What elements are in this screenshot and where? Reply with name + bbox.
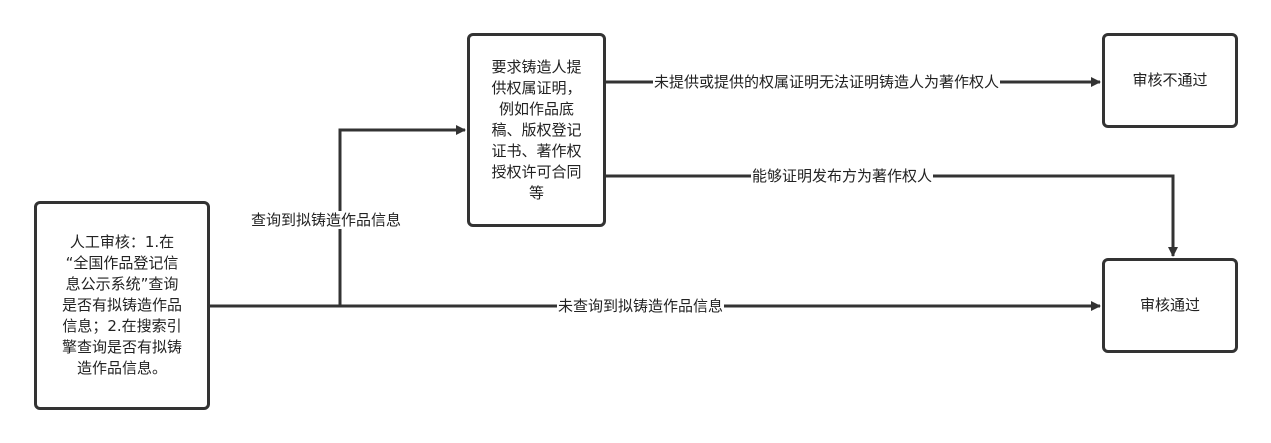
require-proof-line: 例如作品底	[498, 99, 574, 118]
manual-review-line: “全国作品登记信	[65, 254, 179, 272]
manual-review-text: 人工审核：1.在 “全国作品登记信 息公示系统”查询 是否有拟铸造作品 信息；2…	[62, 232, 182, 379]
manual-review-line: 信息；2.在搜索引	[62, 317, 182, 335]
edge-found-label: 查询到拟铸造作品信息	[250, 211, 403, 229]
manual-review-line: 是否有拟铸造作品	[61, 296, 182, 314]
require-proof-line: 授权许可合同	[491, 162, 582, 181]
reject-label: 审核不通过	[1132, 71, 1208, 89]
edge-not-found-label: 未查询到拟铸造作品信息	[557, 297, 725, 315]
require-proof-line: 等	[528, 183, 544, 202]
approve-label: 审核通过	[1139, 296, 1200, 314]
manual-review-line: 息公示系统”查询	[65, 275, 179, 293]
edge-proven-line	[604, 174, 1178, 257]
approve-node: 审核通过	[1102, 258, 1238, 353]
reject-node: 审核不通过	[1102, 33, 1238, 128]
require-proof-text: 要求铸造人提 供权属证明， 例如作品底 稿、版权登记 证书、著作权 授权许可合同…	[491, 57, 581, 204]
require-proof-line: 要求铸造人提	[491, 57, 582, 76]
manual-review-node: 人工审核：1.在 “全国作品登记信 息公示系统”查询 是否有拟铸造作品 信息；2…	[34, 201, 210, 410]
edge-found-line	[338, 125, 466, 306]
edge-proven-label: 能够证明发布方为著作权人	[751, 167, 934, 185]
require-proof-line: 证书、著作权	[491, 141, 582, 160]
require-proof-node: 要求铸造人提 供权属证明， 例如作品底 稿、版权登记 证书、著作权 授权许可合同…	[467, 33, 606, 227]
manual-review-line: 造作品信息。	[76, 359, 167, 377]
manual-review-line: 人工审核：1.在	[69, 233, 175, 251]
manual-review-line: 擎查询是否有拟铸	[61, 338, 182, 356]
require-proof-line: 稿、版权登记	[491, 120, 582, 139]
edge-no-proof-label: 未提供或提供的权属证明无法证明铸造人为著作权人	[653, 73, 1001, 91]
require-proof-line: 供权属证明，	[491, 78, 582, 97]
